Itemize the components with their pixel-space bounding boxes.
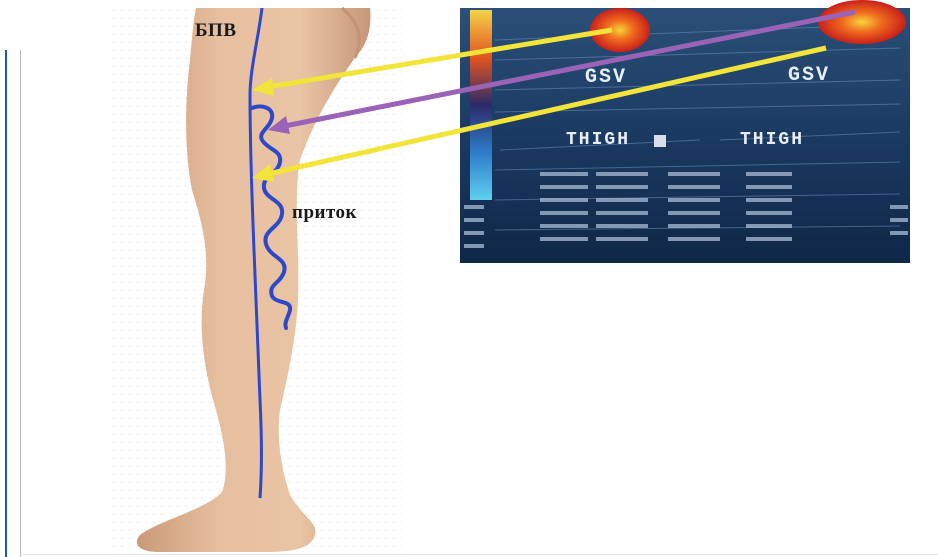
tributary-label: приток bbox=[292, 202, 357, 224]
bottom-rule bbox=[20, 554, 938, 555]
ultrasound-region-label-left: THIGH bbox=[566, 130, 630, 150]
doppler-flow-right bbox=[818, 0, 906, 44]
cursor-marker bbox=[654, 135, 666, 147]
ultrasound-vessel-label-right: GSV bbox=[788, 64, 830, 87]
gsv-label: БПВ bbox=[195, 20, 237, 42]
ultrasound-vessel-label-left: GSV bbox=[585, 66, 627, 89]
doppler-color-scale bbox=[470, 10, 492, 200]
ultrasound-region-label-right: THIGH bbox=[740, 130, 804, 150]
